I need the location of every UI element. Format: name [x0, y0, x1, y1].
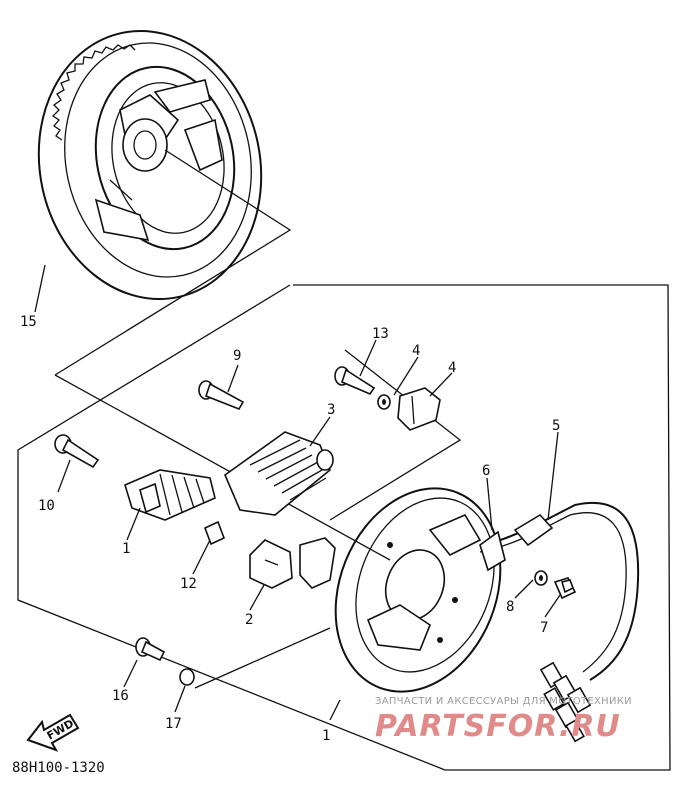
callout-1b: 1: [322, 728, 330, 744]
pickup-coil-3: [224, 431, 334, 516]
callout-7: 7: [540, 620, 548, 636]
assembly-outline: [17, 284, 671, 771]
callout-9: 9: [233, 348, 241, 364]
callout-3: 3: [327, 402, 335, 418]
callout-12: 12: [180, 576, 197, 592]
callout-15: 15: [20, 314, 37, 330]
callout-6: 6: [482, 463, 490, 479]
callout-10: 10: [38, 498, 55, 514]
washer-8: [534, 570, 548, 586]
callout-13: 13: [372, 326, 389, 342]
callout-5: 5: [552, 418, 560, 434]
callout-8: 8: [506, 599, 514, 615]
bolt-9: [198, 380, 245, 410]
washer-4: [377, 394, 391, 410]
callout-2: 2: [245, 612, 253, 628]
bolt-13: [334, 366, 376, 395]
charging-coil-1: [124, 469, 216, 521]
leader-lines: [57, 339, 561, 721]
callout-17: 17: [165, 716, 182, 732]
screw-7: [553, 577, 577, 600]
fwd-arrow-icon: FWD: [26, 713, 80, 752]
callout-16: 16: [112, 688, 129, 704]
callout-1a: 1: [122, 541, 130, 557]
bolt-10: [54, 434, 100, 469]
callout-4b: 4: [448, 360, 456, 376]
washer-17: [179, 668, 195, 686]
coil-2: [249, 537, 336, 589]
diagram-code: 88H100-1320: [12, 760, 105, 776]
watermark-brand: PARTSFOR.RU: [375, 709, 621, 744]
watermark: ЗАПЧАСТИ И АКСЕССУАРЫ ДЛЯ МОТОТЕХНИКИ PA…: [375, 696, 632, 744]
flywheel-rotor: [34, 29, 292, 376]
callout-4a: 4: [412, 343, 420, 359]
stator-base-plate: [334, 487, 502, 693]
watermark-tagline: ЗАПЧАСТИ И АКСЕССУАРЫ ДЛЯ МОТОТЕХНИКИ: [375, 696, 632, 707]
connector-plugs: [539, 661, 592, 743]
screw-16: [135, 637, 166, 662]
spacer-12: [203, 520, 226, 546]
callouts: 15 13 9 4 4 3 5 10 6 1 12 8 7 2 16 17 1: [20, 314, 560, 744]
grommet-4: [397, 387, 441, 431]
wire-harness: [479, 501, 640, 743]
